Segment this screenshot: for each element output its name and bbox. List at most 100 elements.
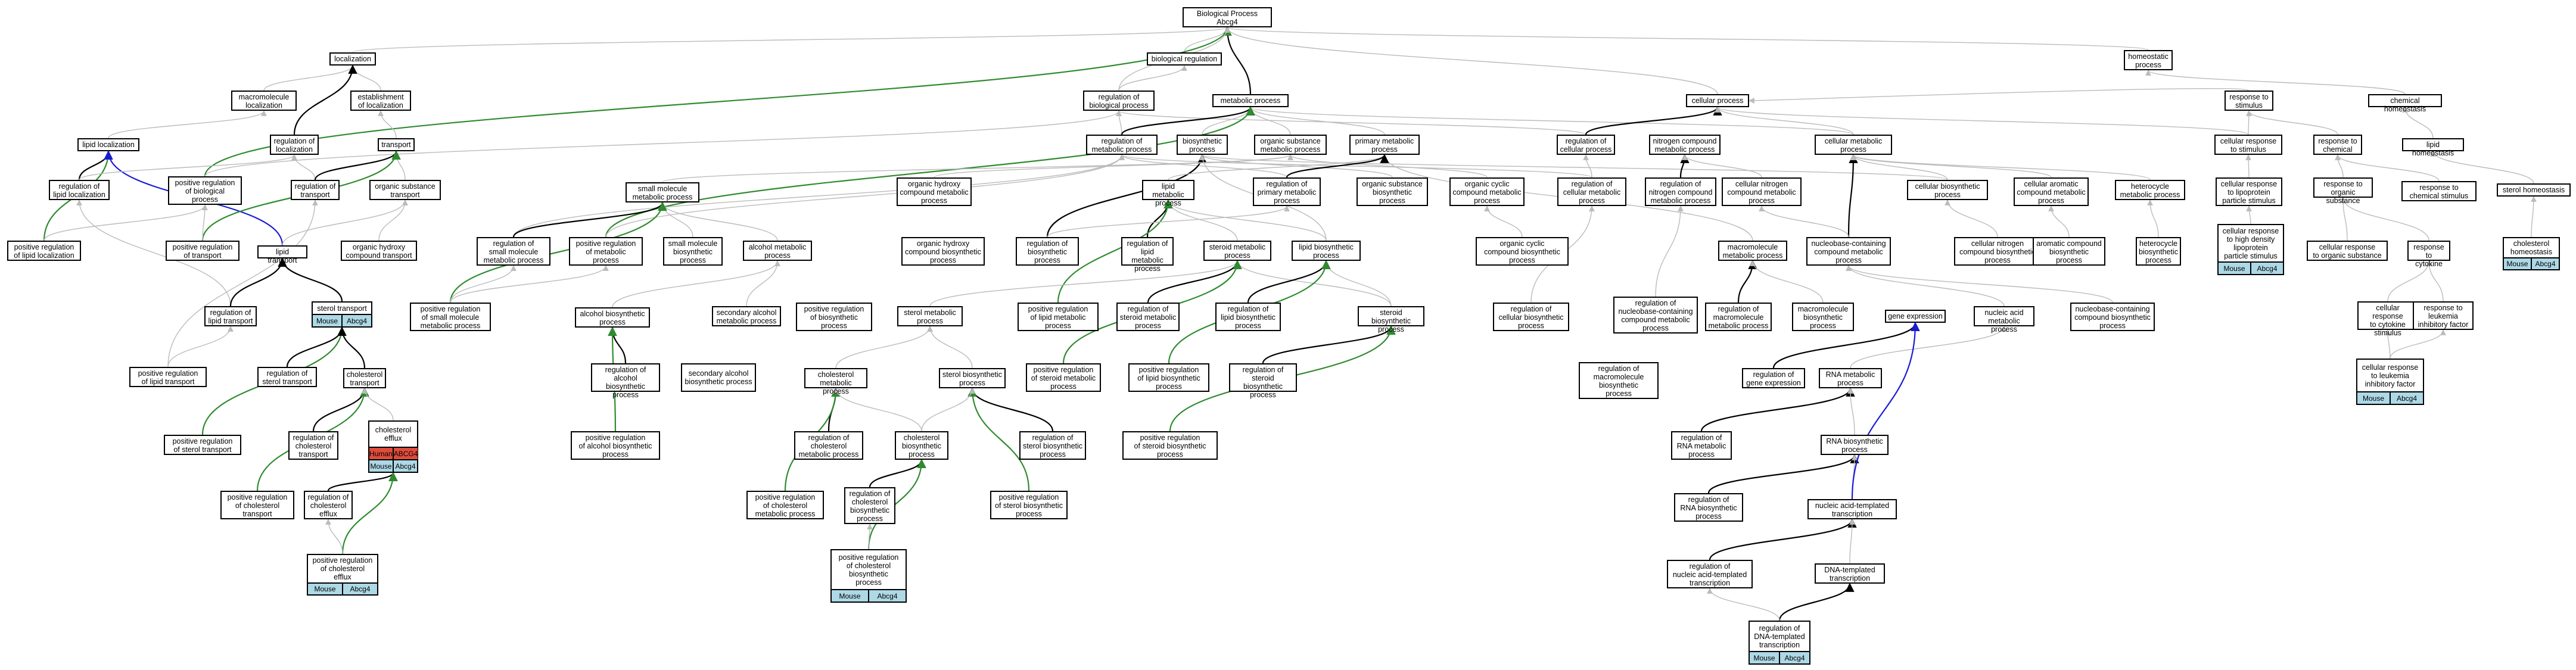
go-term-node[interactable]: positive regulation of steroid biosynthe… [1122,431,1218,460]
go-term-node[interactable]: regulation of lipid metabolic process [1121,237,1174,273]
go-term-node[interactable]: RNA biosynthetic process [1821,435,1889,455]
go-term-node[interactable]: regulation of cholesterol efflux [304,491,353,519]
go-term-node[interactable]: cellular metabolic process [1815,135,1892,155]
go-term-node[interactable]: positive regulation of cholesterol biosy… [830,549,907,603]
go-term-node[interactable]: regulation of steroid biosynthetic proce… [1229,363,1297,399]
go-term-node[interactable]: secondary alcohol metabolic process [712,306,781,326]
go-term-node[interactable]: localization [329,52,376,66]
go-term-node[interactable]: regulation of sterol biosynthetic proces… [1019,431,1086,460]
go-term-node[interactable]: small molecule metabolic process [626,182,699,202]
go-term-node[interactable]: regulation of primary metabolic process [1253,177,1321,206]
go-term-node[interactable]: positive regulation of alcohol biosynthe… [571,431,660,460]
go-term-node[interactable]: Biological Process Abcg4 [1183,7,1272,27]
go-term-node[interactable]: positive regulation of metabolic process [569,237,643,266]
go-term-node[interactable]: regulation of RNA biosynthetic process [1674,493,1743,522]
go-term-node[interactable]: cellular aromatic compound metabolic pro… [2014,177,2089,206]
go-term-node[interactable]: sterol biosynthetic process [939,368,1006,388]
go-term-node[interactable]: positive regulation of biosynthetic proc… [796,303,872,331]
go-term-node[interactable]: positive regulation of cholesterol trans… [220,491,294,519]
go-term-node[interactable]: heterocycle biosynthetic process [2136,237,2181,266]
go-term-node[interactable]: response to chemical stimulus [2401,181,2477,201]
go-term-node[interactable]: macromolecule metabolic process [1718,241,1787,261]
go-term-node[interactable]: alcohol metabolic process [743,241,812,261]
go-term-node[interactable]: regulation of cellular biosynthetic proc… [1493,303,1569,331]
go-term-node[interactable]: chemical homeostasis [2368,94,2442,113]
go-term-node[interactable]: response to organic substance [2313,177,2373,205]
go-term-node[interactable]: positive regulation of transport [166,241,239,261]
go-term-node[interactable]: macromolecule biosynthetic process [1792,303,1854,331]
go-term-node[interactable]: organic cyclic compound metabolic proces… [1449,177,1525,206]
go-term-node[interactable]: regulation of cellular metabolic process [1557,177,1626,206]
go-term-node[interactable]: positive regulation of sterol biosynthet… [990,491,1068,519]
go-term-node[interactable]: metabolic process [1212,94,1289,107]
go-term-node[interactable]: lipid biosynthetic process [1292,241,1361,261]
go-term-node[interactable]: organic substance transport [369,180,441,200]
go-term-node[interactable]: organic hydroxy compound metabolic proce… [897,177,972,206]
go-term-node[interactable]: small molecule biosynthetic process [663,237,723,266]
go-term-node[interactable]: response to cytokine [2407,241,2450,268]
go-term-node[interactable]: regulation of nitrogen compound metaboli… [1645,177,1716,206]
go-term-node[interactable]: positive regulation of lipid biosyntheti… [1128,363,1209,392]
go-term-node[interactable]: regulation of DNA-templated transcriptio… [1749,621,1810,665]
go-term-node[interactable]: lipid transport [257,245,307,264]
go-term-node[interactable]: response to leukemia inhibitory factor [2413,301,2474,330]
go-term-node[interactable]: regulation of RNA metabolic process [1671,431,1732,460]
go-term-node[interactable]: cellular nitrogen compound biosynthetic … [1954,237,2041,266]
go-term-node[interactable]: organic substance metabolic process [1254,135,1327,155]
go-term-node[interactable]: cholesterol metabolic process [804,368,867,395]
go-term-node[interactable]: regulation of gene expression [1742,368,1805,388]
go-term-node[interactable]: sterol homeostasis [2497,183,2571,197]
go-term-node[interactable]: regulation of macromolecule metabolic pr… [1705,303,1772,331]
go-term-node[interactable]: regulation of cholesterol transport [288,431,338,460]
go-term-node[interactable]: nucleic acid metabolic process [1974,306,2034,334]
go-term-node[interactable]: regulation of sterol transport [257,367,317,387]
go-term-node[interactable]: nucleobase-containing compound metabolic… [1806,237,1891,266]
go-term-node[interactable]: establishment of localization [350,91,411,111]
go-term-node[interactable]: positive regulation of steroid metabolic… [1026,363,1101,392]
go-term-node[interactable]: steroid biosynthetic process [1358,306,1424,334]
go-term-node[interactable]: cholesterol transport [343,368,386,388]
go-term-node[interactable]: lipid localization [77,138,139,151]
go-term-node[interactable]: alcohol biosynthetic process [575,307,650,328]
go-term-node[interactable]: macromolecule localization [231,91,297,111]
go-term-node[interactable]: lipid homeostasis [2402,138,2464,157]
go-term-node[interactable]: DNA-templated transcription [1815,563,1885,584]
go-term-node[interactable]: regulation of small molecule metabolic p… [477,237,550,266]
go-term-node[interactable]: lipid metabolic process [1142,180,1194,207]
go-term-node[interactable]: nucleobase-containing compound biosynthe… [2070,303,2155,331]
go-term-node[interactable]: heterocycle metabolic process [2115,180,2185,200]
go-term-node[interactable]: biosynthetic process [1177,135,1228,155]
go-term-node[interactable]: cellular process [1686,94,1749,107]
go-term-node[interactable]: organic hydroxy compound biosynthetic pr… [901,237,985,266]
go-term-node[interactable]: organic hydroxy compound transport [341,241,417,261]
go-term-node[interactable]: cellular biosynthetic process [1907,180,1988,200]
go-term-node[interactable]: regulation of localization [270,135,319,155]
go-term-node[interactable]: positive regulation of lipid metabolic p… [1018,303,1099,331]
go-term-node[interactable]: regulation of lipid transport [204,306,257,326]
go-term-node[interactable]: positive regulation of small molecule me… [410,303,491,331]
go-term-node[interactable]: steroid metabolic process [1203,241,1271,261]
go-term-node[interactable]: cellular nitrogen compound metabolic pro… [1722,177,1802,206]
go-term-node[interactable]: regulation of alcohol biosynthetic proce… [591,363,660,399]
go-term-node[interactable]: cellular response to organic substance [2307,241,2388,261]
go-term-node[interactable]: aromatic compound biosynthetic process [2033,237,2105,266]
go-term-node[interactable]: organic cyclic compound biosynthetic pro… [1476,237,1569,266]
go-term-node[interactable]: regulation of cholesterol metabolic proc… [794,431,863,460]
go-term-node[interactable]: regulation of biological process [1083,91,1155,111]
go-term-node[interactable]: regulation of cellular process [1557,135,1615,155]
go-term-node[interactable]: response to chemical [2313,135,2362,155]
go-term-node[interactable]: regulation of steroid metabolic process [1116,303,1180,331]
go-term-node[interactable]: positive regulation of cholesterol metab… [746,491,824,519]
go-term-node[interactable]: positive regulation of sterol transport [164,435,241,455]
go-term-node[interactable]: regulation of lipid localization [49,180,110,200]
go-term-node[interactable]: sterol metabolic process [897,306,963,326]
go-term-node[interactable]: secondary alcohol biosynthetic process [681,363,756,392]
go-term-node[interactable]: biological regulation [1147,52,1222,66]
go-term-node[interactable]: regulation of transport [291,180,340,200]
go-term-node[interactable]: regulation of cholesterol biosynthetic p… [844,487,895,524]
go-term-node[interactable]: RNA metabolic process [1819,368,1882,388]
go-term-node[interactable]: regulation of biosynthetic process [1016,237,1079,266]
go-term-node[interactable]: positive regulation of biological proces… [168,176,242,205]
go-term-node[interactable]: homeostatic process [2124,50,2173,70]
